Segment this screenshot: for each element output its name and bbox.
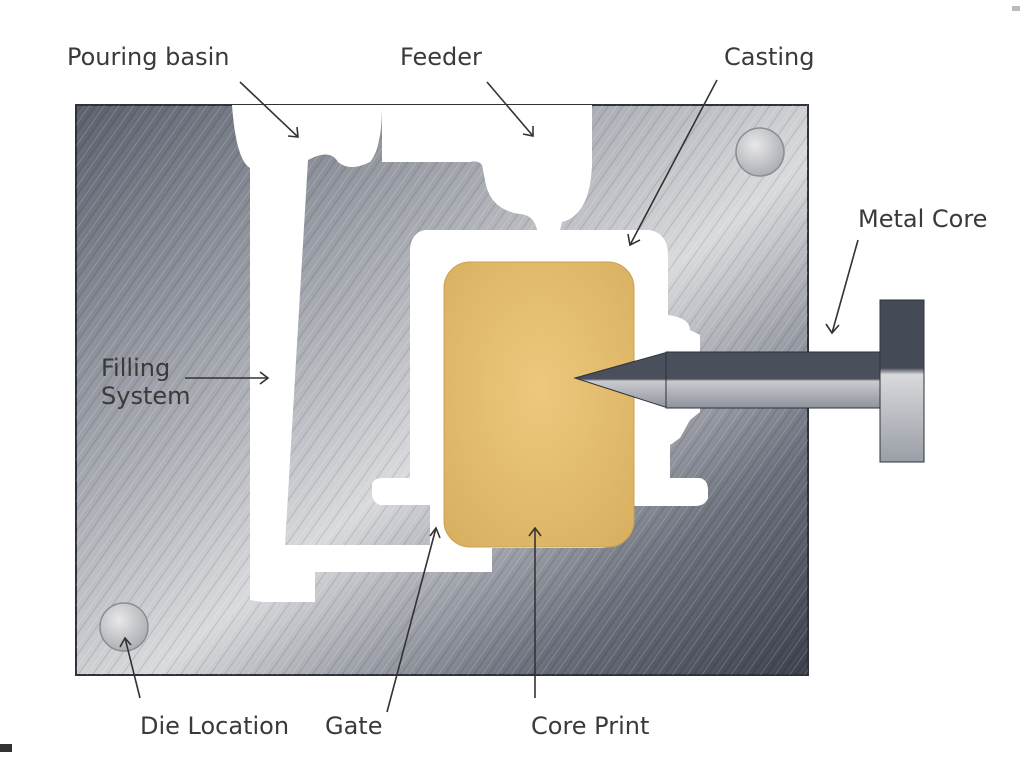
leader-arrows bbox=[119, 79, 859, 713]
corner-mark-top-right bbox=[1012, 6, 1020, 11]
die-location-pin-bottom bbox=[99, 602, 149, 652]
casting-label: Casting bbox=[724, 43, 815, 71]
metal-core bbox=[573, 299, 925, 463]
die-location-label: Die Location bbox=[140, 712, 290, 740]
filling-system-label: Filling System bbox=[101, 354, 191, 410]
metal-core-label: Metal Core bbox=[858, 205, 988, 233]
feeder-label: Feeder bbox=[400, 43, 482, 71]
filling-system-cavity bbox=[220, 105, 492, 602]
die-location-pin-top bbox=[735, 127, 785, 177]
pouring-basin-label: Pouring basin bbox=[67, 43, 230, 71]
feeder-cavity bbox=[382, 105, 592, 230]
gate-label: Gate bbox=[325, 712, 383, 740]
sand-core bbox=[443, 261, 635, 548]
corner-mark-bottom-left bbox=[0, 744, 12, 752]
filling-system-label-line1: Filling bbox=[101, 354, 171, 382]
filling-system-label-line2: System bbox=[101, 382, 191, 410]
core-print-label: Core Print bbox=[531, 712, 650, 740]
